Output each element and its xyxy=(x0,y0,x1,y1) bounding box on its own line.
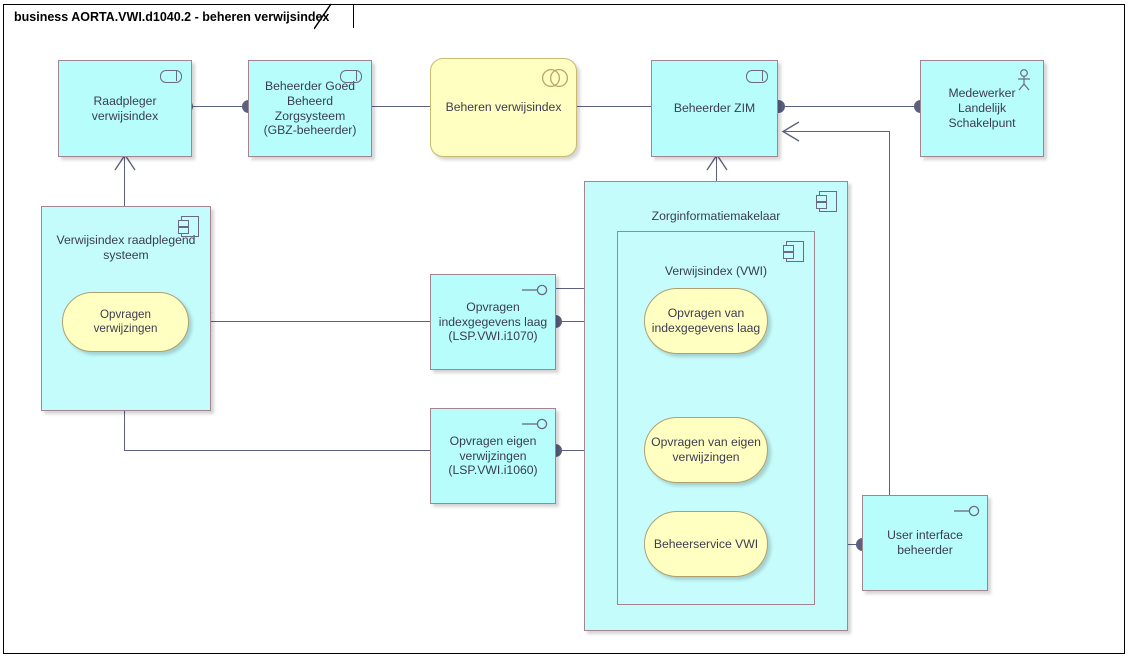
component-icon xyxy=(178,216,199,237)
node-beheerder-zim[interactable]: Beheerder ZIM xyxy=(651,60,778,157)
connector-zim-medewerker xyxy=(778,106,920,108)
open-arrowhead-icon xyxy=(781,121,800,142)
lollipop-icon xyxy=(522,284,548,296)
service-beheerservice-vwi[interactable]: Beheerservice VWI xyxy=(644,511,768,577)
component-icon xyxy=(783,241,804,262)
connector-gbz-usecase xyxy=(372,106,430,108)
diagram-frame xyxy=(3,4,1125,654)
diagram-title-tab: business AORTA.VWI.d1040.2 - beheren ver… xyxy=(3,4,354,28)
service-opvragen-verwijzingen-label: Opvragen verwijzingen xyxy=(93,307,158,335)
role-icon xyxy=(746,70,768,83)
connector-usecase-zim xyxy=(577,106,651,108)
lollipop-icon xyxy=(522,418,548,430)
role-icon xyxy=(160,70,182,83)
diagram-title: business AORTA.VWI.d1040.2 - beheren ver… xyxy=(14,9,330,24)
connector-i1070-opvragen xyxy=(196,321,432,323)
node-beheren-verwijsindex[interactable]: Beheren verwijsindex xyxy=(430,58,577,157)
connector-raadpleger-gbz xyxy=(186,106,248,108)
node-beheren-verwijsindex-label: Beheren verwijsindex xyxy=(445,100,562,115)
connector-ui-zim-h xyxy=(784,131,890,133)
lollipop-icon xyxy=(954,505,980,517)
connector-i1070-top xyxy=(556,288,584,290)
service-opvragen-verwijzingen[interactable]: Opvragen verwijzingen xyxy=(62,292,189,352)
tab-slant-icon xyxy=(314,3,332,30)
role-icon xyxy=(340,70,362,83)
connector-ui-zim-v xyxy=(889,131,891,495)
component-icon xyxy=(816,191,837,212)
container-zorginformatiemakelaar-label: Zorginformatiemakelaar xyxy=(651,209,781,223)
service-beheerservice-label: Beheerservice VWI xyxy=(653,536,759,551)
node-beheerder-zim-label: Beheerder ZIM xyxy=(673,101,756,116)
container-verwijsindex-vwi-label: Verwijsindex (VWI) xyxy=(664,264,768,278)
collaboration-icon xyxy=(542,68,568,88)
connector-i1060-h xyxy=(124,450,432,452)
connector-zim-container xyxy=(716,157,718,183)
actor-icon xyxy=(1018,69,1030,91)
connector-vrisysteem-raadpleger xyxy=(124,157,126,206)
